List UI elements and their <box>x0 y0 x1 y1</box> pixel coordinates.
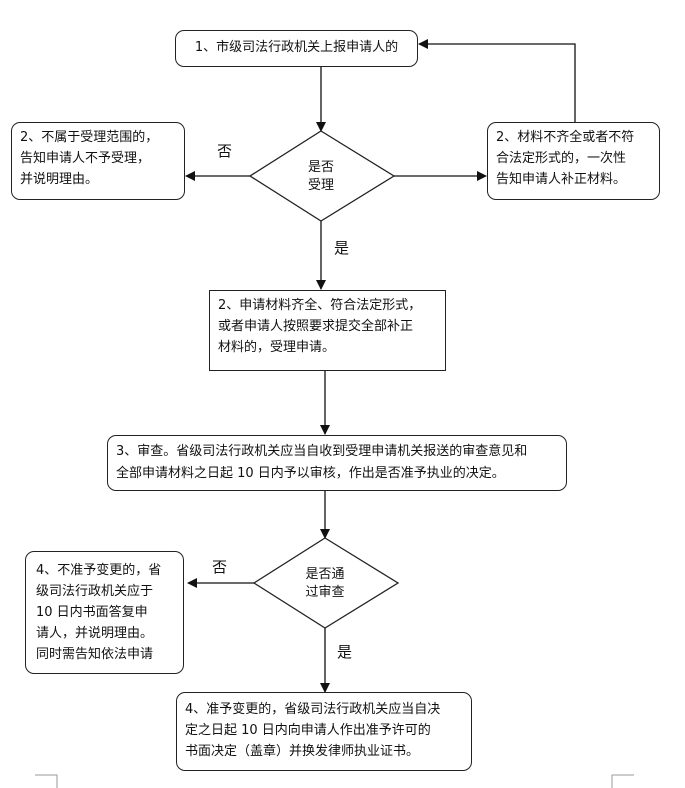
approve-line-1: 4、准予变更的，省级司法行政机关应当自决 <box>185 702 441 717</box>
approve-box: 4、准予变更的，省级司法行政机关应当自决 定之日起 10 日内向申请人作出准予许… <box>176 692 472 771</box>
label-no-2: 否 <box>212 558 228 576</box>
reject2-line-4: 请人，并说明理由。 <box>36 626 154 641</box>
accept-line-1: 2、申请材料齐全、符合法定形式， <box>218 298 422 313</box>
reject1-line-2: 告知申请人不予受理， <box>20 151 151 166</box>
review-line-1: 3、审查。省级司法行政机关应当自收到受理申请机关报送的审查意见和 <box>116 444 528 459</box>
label-yes-2: 是 <box>337 643 353 661</box>
decision1-line-2: 受理 <box>307 178 334 193</box>
step1-box: 1、市级司法行政机关上报申请人的 <box>175 30 418 67</box>
approve-line-2: 定之日起 10 日内向申请人作出准予许可的 <box>185 723 431 738</box>
arrow-incomplete-to-step1 <box>418 39 576 122</box>
decision2-line-1: 是否通 <box>305 567 345 582</box>
step1-text: 1、市级司法行政机关上报申请人的 <box>194 40 399 55</box>
accept-line-3: 材料的，受理申请。 <box>218 340 336 355</box>
reject1-line-3: 并说明理由。 <box>20 172 99 187</box>
incomplete-line-2: 合法定形式的，一次性 <box>496 151 627 166</box>
reject2-line-2: 级司法行政机关应于 <box>36 584 154 599</box>
review-line-2: 全部申请材料之日起 10 日内予以审核，作出是否准予执业的决定。 <box>116 466 505 481</box>
reject1-line-1: 2、不属于受理范围的， <box>20 130 159 145</box>
page-corner-mark-left <box>35 774 58 788</box>
review-box: 3、审查。省级司法行政机关应当自收到受理申请机关报送的审查意见和 全部申请材料之… <box>107 435 567 491</box>
decision2-text: 是否通 过审查 <box>293 566 357 602</box>
incomplete-box: 2、材料不齐全或者不符 合法定形式的，一次性 告知申请人补正材料。 <box>487 122 660 200</box>
accept-box: 2、申请材料齐全、符合法定形式， 或者申请人按照要求提交全部补正 材料的，受理申… <box>209 290 446 371</box>
decision2-line-2: 过审查 <box>305 585 345 600</box>
reject2-box: 4、不准予变更的，省 级司法行政机关应于 10 日内书面答复申 请人，并说明理由… <box>25 551 184 674</box>
incomplete-line-3: 告知申请人补正材料。 <box>496 172 627 187</box>
approve-line-3: 书面决定（盖章）并换发律师执业证书。 <box>185 744 420 759</box>
reject2-line-3: 10 日内书面答复申 <box>36 605 148 620</box>
accept-line-2: 或者申请人按照要求提交全部补正 <box>218 319 414 334</box>
label-yes-1: 是 <box>334 239 350 257</box>
decision1-text: 是否 受理 <box>290 159 352 195</box>
reject2-line-1: 4、不准予变更的，省 <box>36 563 162 578</box>
label-no-1: 否 <box>217 142 233 160</box>
reject1-box: 2、不属于受理范围的， 告知申请人不予受理， 并说明理由。 <box>11 122 185 200</box>
reject2-line-5: 同时需告知依法申请 <box>36 647 154 662</box>
incomplete-line-1: 2、材料不齐全或者不符 <box>496 130 635 145</box>
page-corner-mark-right <box>611 774 634 788</box>
decision1-line-1: 是否 <box>307 160 334 175</box>
